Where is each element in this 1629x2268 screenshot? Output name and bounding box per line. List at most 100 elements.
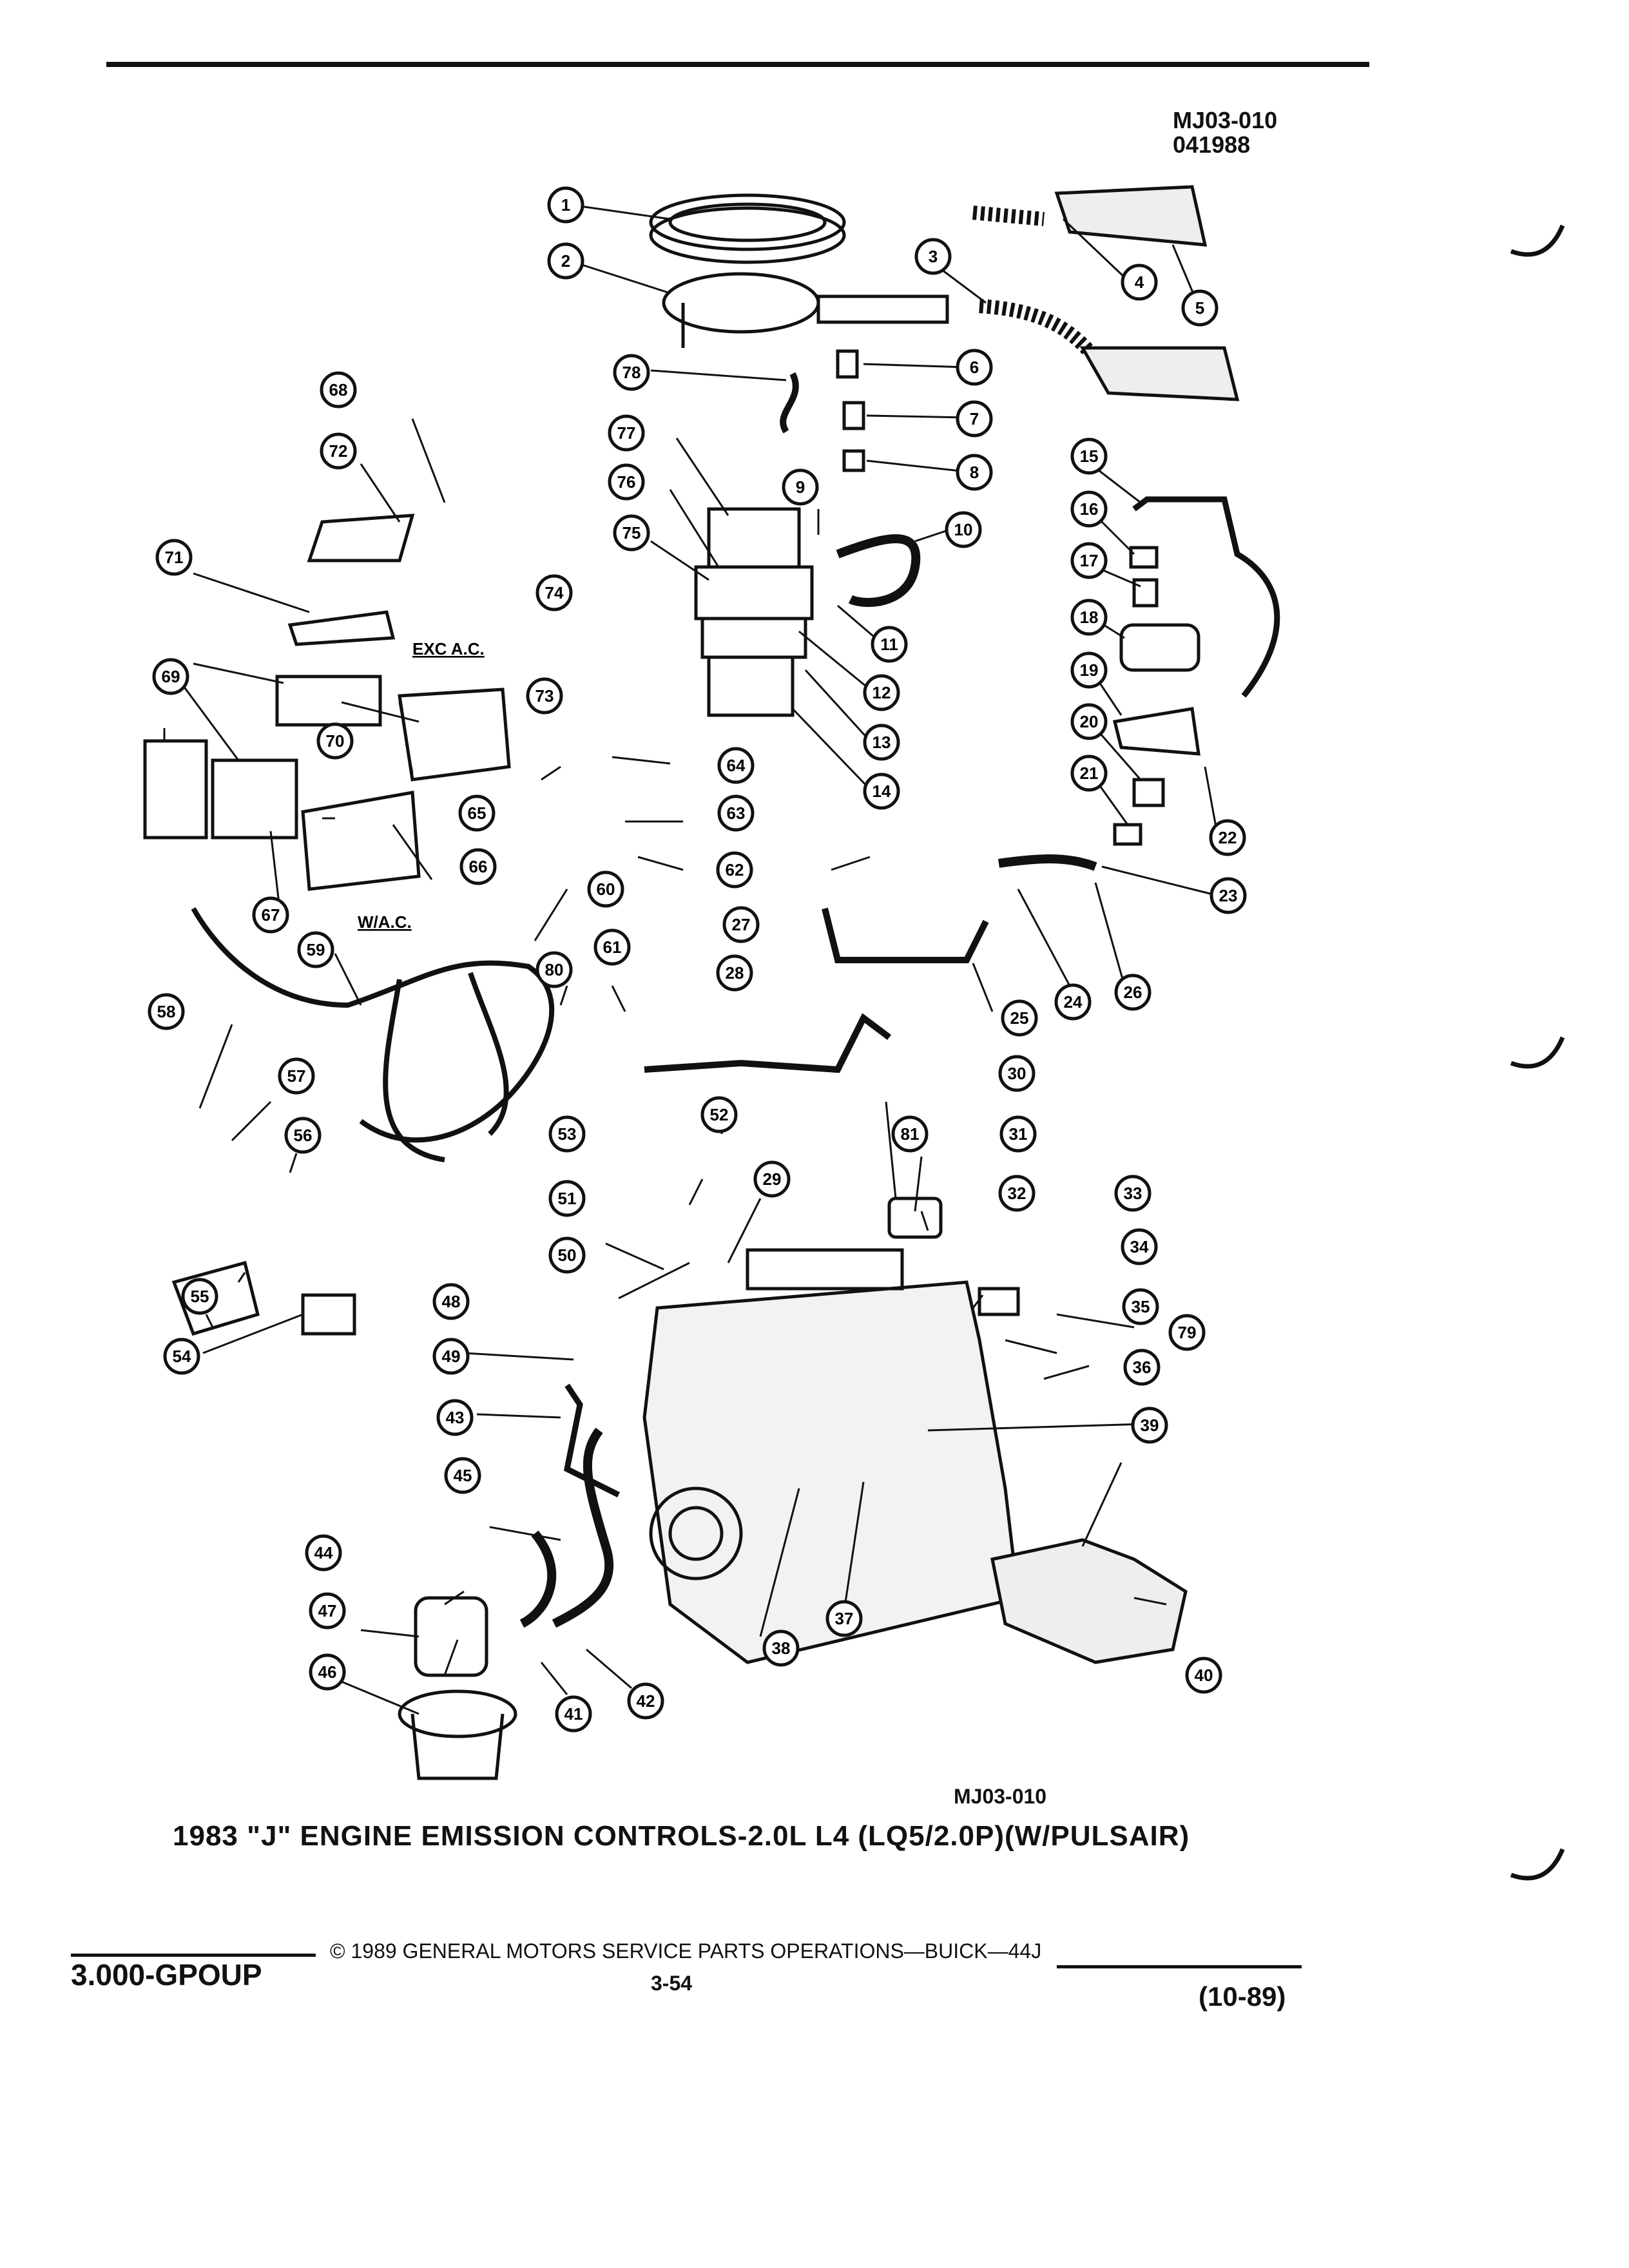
callout-number: 7 <box>970 409 979 428</box>
callout-5: 5 <box>1181 289 1219 327</box>
callout-number: 35 <box>1132 1297 1150 1316</box>
callout-circle <box>608 463 645 501</box>
callout-number: 5 <box>1195 298 1204 318</box>
callout-circle <box>548 1236 586 1274</box>
callout-circle <box>547 242 584 280</box>
callout-number: 46 <box>318 1662 337 1682</box>
callout-24: 24 <box>1054 983 1092 1021</box>
callout-number: 53 <box>558 1124 577 1144</box>
binding-mark-2 <box>1510 1036 1565 1069</box>
callout-circle <box>309 1592 346 1629</box>
callout-number: 8 <box>970 463 979 482</box>
callout-29: 29 <box>753 1160 791 1198</box>
callout-53: 53 <box>548 1115 586 1153</box>
callout-74: 74 <box>535 574 573 611</box>
callout-65: 65 <box>458 794 496 832</box>
callout-54: 54 <box>163 1338 200 1375</box>
callout-circle <box>163 1338 200 1375</box>
callout-78: 78 <box>613 354 650 391</box>
mem-cal-cover <box>307 514 415 562</box>
callout-circle <box>458 794 496 832</box>
callout-circle <box>608 414 645 452</box>
callout-circle <box>1054 983 1092 1021</box>
figure-caption: 1983 "J" ENGINE EMISSION CONTROLS-2.0L L… <box>173 1820 1190 1852</box>
callout-15: 15 <box>1070 437 1108 475</box>
callout-circle <box>782 468 819 506</box>
callout-22: 22 <box>1209 819 1246 856</box>
callout-circle <box>284 1117 322 1154</box>
callout-14: 14 <box>863 773 900 810</box>
callout-8: 8 <box>956 454 993 491</box>
callout-number: 57 <box>287 1066 306 1086</box>
callout-circle <box>914 238 952 275</box>
footer-copyright: © 1989 GENERAL MOTORS SERVICE PARTS OPER… <box>330 1939 1042 1963</box>
callout-number: 59 <box>307 940 325 959</box>
callout-36: 36 <box>1123 1349 1161 1386</box>
callout-number: 9 <box>796 477 805 497</box>
callout-number: 73 <box>535 686 554 706</box>
callout-52: 52 <box>700 1096 738 1133</box>
callout-number: 6 <box>970 358 979 377</box>
callout-38: 38 <box>762 1629 800 1667</box>
callout-10: 10 <box>945 511 982 548</box>
w-ac-label: W/A.C. <box>358 912 412 932</box>
callout-number: 38 <box>772 1639 791 1658</box>
callout-48: 48 <box>432 1283 470 1320</box>
footer-date: (10-89) <box>1199 1981 1286 2012</box>
callout-number: 49 <box>442 1347 461 1366</box>
callout-11: 11 <box>871 626 908 663</box>
callout-circle <box>613 514 650 552</box>
engine-block <box>642 1280 1020 1664</box>
callout-circle <box>548 1180 586 1217</box>
callout-circle <box>863 674 900 711</box>
callout-circle <box>753 1160 791 1198</box>
callout-33: 33 <box>1114 1175 1152 1212</box>
callout-number: 66 <box>469 857 488 876</box>
footer-rule-left <box>71 1954 316 1957</box>
air-cleaner-snorkel <box>816 294 949 324</box>
callout-circle <box>148 993 185 1030</box>
callout-circle <box>155 539 193 576</box>
callout-number: 65 <box>468 803 487 823</box>
callout-40: 40 <box>1185 1657 1222 1694</box>
header-code-block: MJ03-010 041988 <box>1173 108 1277 157</box>
callout-number: 70 <box>326 731 345 751</box>
hot-air-hose <box>972 206 1045 226</box>
callout-number: 14 <box>872 782 891 801</box>
callout-37: 37 <box>825 1600 863 1637</box>
callout-number: 47 <box>318 1601 337 1620</box>
callout-55: 55 <box>181 1278 218 1315</box>
callout-circle <box>1121 264 1158 301</box>
callout-circle <box>1185 1657 1222 1694</box>
callout-number: 71 <box>165 548 184 567</box>
callout-circle <box>436 1399 474 1436</box>
callout-58: 58 <box>148 993 185 1030</box>
callout-circle <box>998 1175 1036 1212</box>
callout-circle <box>863 724 900 761</box>
callout-number: 51 <box>558 1189 577 1208</box>
callout-77: 77 <box>608 414 645 452</box>
callout-circle <box>1121 1228 1158 1265</box>
callout-6: 6 <box>956 349 993 386</box>
callout-circle <box>1070 542 1108 579</box>
callout-circle <box>863 773 900 810</box>
callout-21: 21 <box>1070 754 1108 792</box>
callout-circle <box>891 1115 929 1153</box>
callout-number: 20 <box>1080 712 1099 731</box>
binding-mark-3 <box>1510 1848 1565 1881</box>
callout-46: 46 <box>309 1653 346 1691</box>
crank-pulley <box>649 1486 743 1581</box>
callout-circle <box>825 1600 863 1637</box>
callout-circle <box>1131 1407 1168 1444</box>
callout-number: 34 <box>1130 1237 1149 1256</box>
callout-number: 27 <box>732 915 751 934</box>
callout-number: 36 <box>1133 1358 1152 1377</box>
top-rule <box>106 62 1369 67</box>
callout-75: 75 <box>613 514 650 552</box>
callout-circle <box>593 928 631 966</box>
callout-68: 68 <box>320 371 357 408</box>
callout-circle <box>1070 437 1108 475</box>
callout-number: 10 <box>954 520 973 539</box>
pulsair-valve <box>414 1596 488 1677</box>
callout-circle <box>871 626 908 663</box>
